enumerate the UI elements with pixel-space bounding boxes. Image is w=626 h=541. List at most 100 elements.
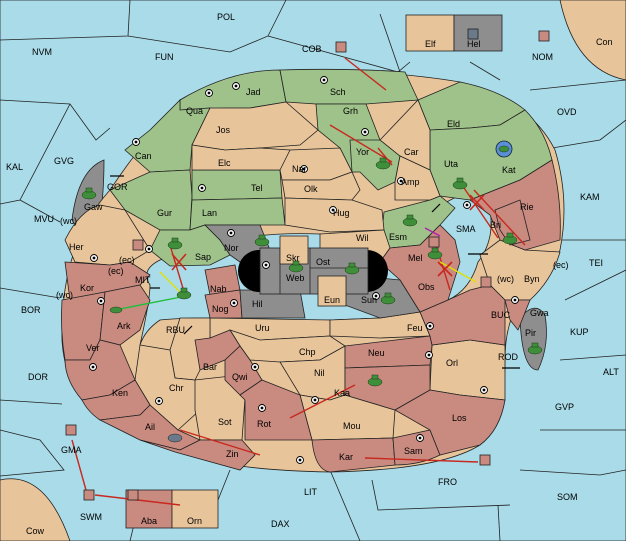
label-rot: Rot: [257, 419, 272, 429]
unit-ost: [344, 262, 360, 275]
sea-kal: KAL: [6, 162, 23, 172]
unit-kaa: [367, 374, 383, 387]
label-elf: Elf: [425, 39, 436, 49]
label-hel: Hel: [467, 39, 481, 49]
label-gaw: Gaw: [84, 202, 103, 212]
fleet-hel: [467, 28, 479, 40]
label-rie: Rie: [520, 202, 534, 212]
label-uta: Uta: [444, 159, 458, 169]
label-sch: Sch: [330, 87, 346, 97]
label-her: Her: [69, 242, 84, 252]
label-nil: Nil: [314, 368, 325, 378]
unit-web: [288, 260, 304, 273]
fleet-fro: [479, 454, 491, 466]
units: [65, 28, 550, 501]
sea-nom: NOM: [532, 52, 553, 62]
unit-gaw: [81, 187, 97, 200]
skr-box: [279, 235, 309, 265]
canal-arrows: [110, 175, 520, 369]
sea-kam: KAM: [580, 192, 600, 202]
label-lan: Lan: [202, 208, 217, 218]
sea-dor: DOR: [28, 372, 49, 382]
sea-buc: BUC: [491, 310, 511, 320]
island-label-group: Elf Hel Gaw Pir Aba Orn: [84, 39, 536, 526]
label-orn: Orn: [187, 516, 202, 526]
fleet-cob: [335, 41, 347, 53]
label-web: Web: [286, 273, 304, 283]
coast-byn-wc: (wc): [497, 274, 514, 284]
unit-esm: [402, 214, 418, 227]
label-kar: Kar: [339, 452, 353, 462]
unit-bri: [502, 232, 518, 245]
sea-gvg: GVG: [54, 156, 74, 166]
label-eld: Eld: [447, 119, 460, 129]
sea-fro: FRO: [438, 477, 457, 487]
label-qua: Qua: [186, 106, 203, 116]
label-elc: Elc: [218, 158, 231, 168]
island-orn: [171, 489, 219, 529]
label-eun: Eun: [324, 295, 340, 305]
sea-sma: SMA: [456, 224, 476, 234]
label-nar: Nar: [292, 164, 307, 174]
label-ail: Ail: [145, 422, 155, 432]
label-hug: Hug: [333, 208, 350, 218]
label-kor: Kor: [80, 283, 94, 293]
label-jos: Jos: [216, 125, 231, 135]
sea-con: Con: [596, 37, 613, 47]
label-zin: Zin: [226, 449, 239, 459]
label-grh: Grh: [343, 106, 358, 116]
label-chp: Chp: [299, 347, 316, 357]
fleet-mel: [428, 236, 440, 248]
label-kat: Kat: [502, 165, 516, 175]
label-bar: Bar: [203, 362, 217, 372]
tan-territories: [64, 99, 561, 441]
green-territories: [109, 68, 553, 267]
label-amp: Amp: [401, 177, 420, 187]
label-skr: Skr: [286, 253, 300, 263]
label-ver: Ver: [86, 343, 100, 353]
sea-rbu: RBU: [166, 325, 185, 335]
label-yor: Yor: [356, 147, 369, 157]
island-elf: [405, 14, 455, 52]
label-bri: Bri: [490, 220, 501, 230]
unit-ark: [176, 287, 192, 300]
sea-pol: POL: [217, 12, 235, 22]
unit-kor: [109, 306, 123, 314]
unit-pir: [527, 342, 543, 355]
label-nab: Nab: [210, 284, 227, 294]
label-gur: Gur: [157, 208, 172, 218]
label-nor: Nor: [224, 243, 239, 253]
label-can: Can: [135, 151, 152, 161]
sea-label-group: POL FUN COB NVM NOM Con OVD KAL GVG GOR …: [6, 12, 619, 536]
label-obs: Obs: [418, 282, 435, 292]
label-neu: Neu: [368, 348, 385, 358]
label-byn: Byn: [524, 274, 540, 284]
sea-gor: GOR: [107, 182, 128, 192]
label-sap: Sap: [195, 252, 211, 262]
label-ark: Ark: [117, 321, 131, 331]
label-esm: Esm: [389, 232, 407, 242]
sea-swm: SWM: [80, 512, 102, 522]
unit-uta: [452, 177, 468, 190]
label-orl: Orl: [446, 358, 458, 368]
sea-mvu: MVU: [34, 214, 54, 224]
fleet-her: [132, 239, 144, 251]
label-ken: Ken: [112, 388, 128, 398]
sea-dax: DAX: [271, 519, 290, 529]
coast-kor-wc: (wc): [56, 290, 73, 300]
label-pir: Pir: [525, 328, 536, 338]
label-olk: Olk: [304, 184, 318, 194]
fleet-buc: [480, 276, 492, 288]
label-jad: Jad: [246, 87, 261, 97]
unit-kat: [498, 145, 510, 153]
label-chr: Chr: [169, 383, 184, 393]
label-aba: Aba: [141, 516, 157, 526]
sea-gma: GMA: [61, 445, 82, 455]
coast-label-group: (wc) (ec) (ec) (wc) (wc) (ec): [56, 216, 569, 300]
sea-alt: ALT: [603, 367, 619, 377]
sea-ovd: OVD: [557, 107, 577, 117]
label-ost: Ost: [316, 257, 331, 267]
coast-her-wc: (wc): [60, 216, 77, 226]
island-pir: [519, 307, 547, 371]
label-mel: Mel: [408, 253, 423, 263]
